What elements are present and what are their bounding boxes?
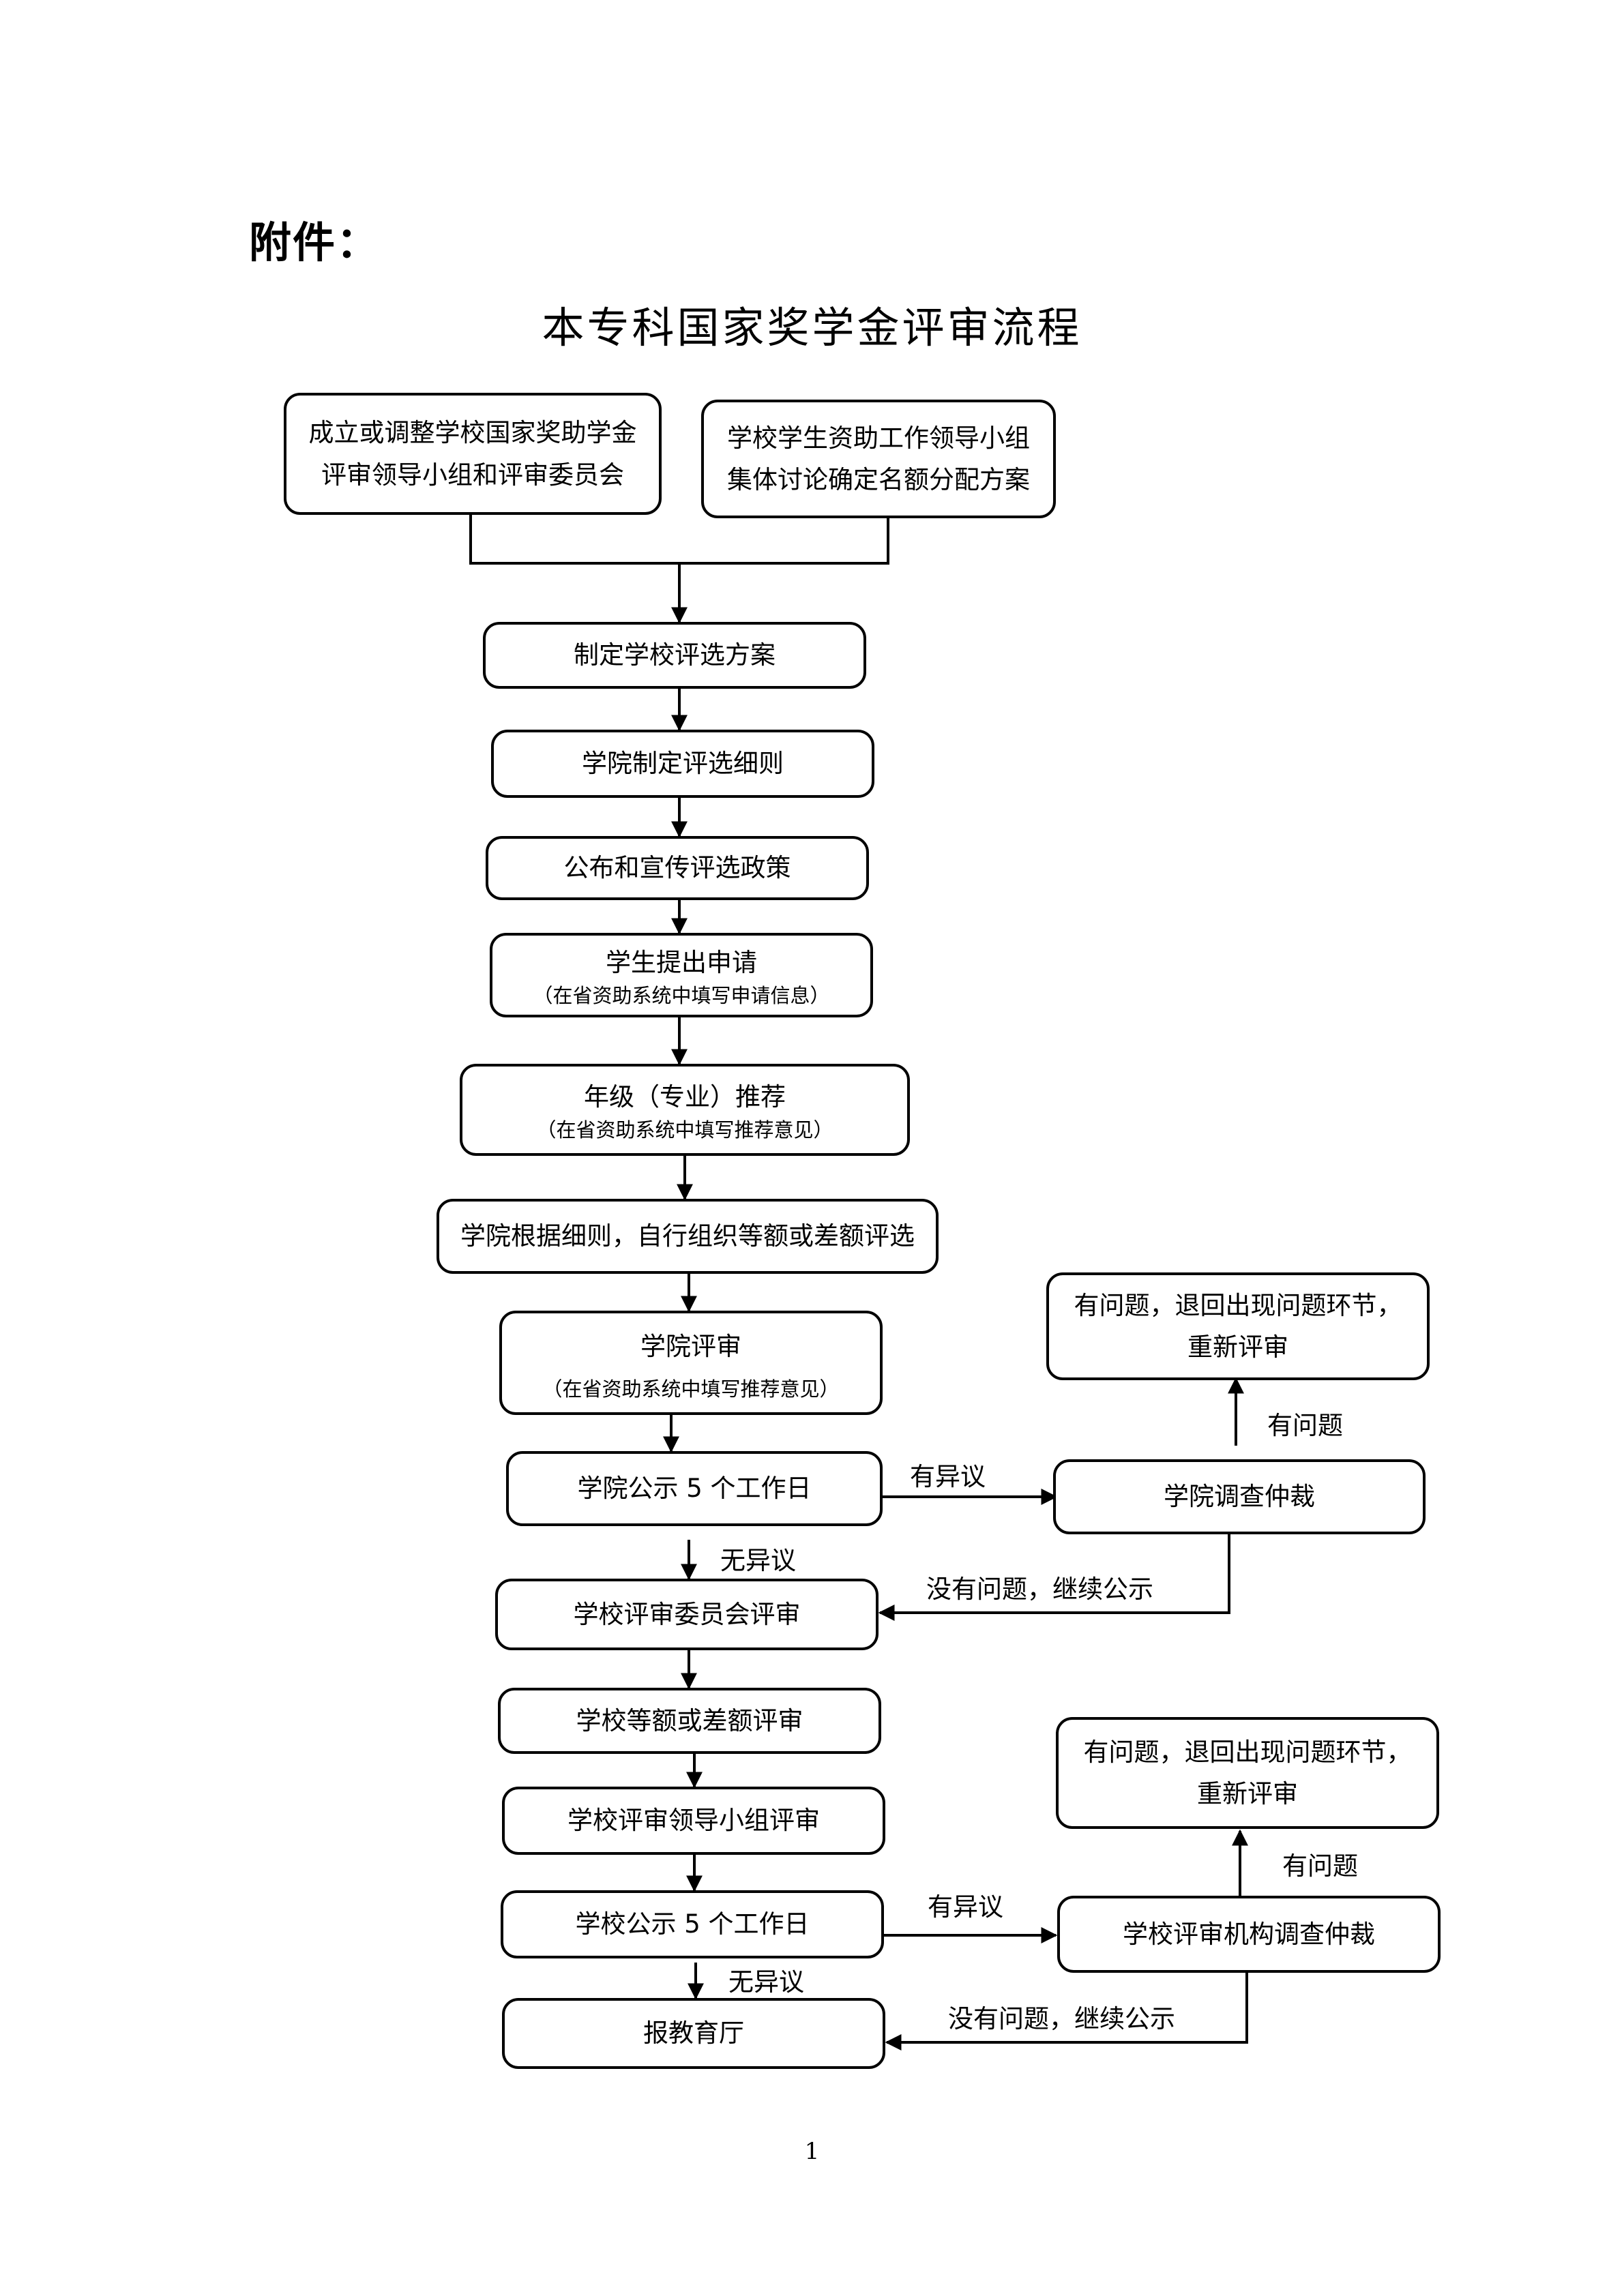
node-publicize: 公布和宣传评选政策 bbox=[486, 836, 869, 900]
label-school-problem: 有问题 bbox=[1282, 1851, 1358, 1881]
node-college-return: 有问题，退回出现问题环节， 重新评审 bbox=[1046, 1272, 1430, 1380]
node-school-publicity: 学校公示 5 个工作日 bbox=[501, 1890, 884, 1958]
node-grade-recommend-sub: （在省资助系统中填写推荐意见） bbox=[536, 1118, 833, 1142]
node-school-return: 有问题，退回出现问题环节， 重新评审 bbox=[1056, 1717, 1439, 1829]
label-college-ok: 没有问题，继续公示 bbox=[926, 1575, 1153, 1604]
label-college-no-objection: 无异议 bbox=[720, 1546, 796, 1575]
node-school-arbitration: 学校评审机构调查仲裁 bbox=[1057, 1896, 1441, 1973]
node-college-review-main: 学院评审 bbox=[640, 1332, 741, 1361]
node-school-select: 学校等额或差额评审 bbox=[498, 1688, 881, 1754]
node-funding-group: 学校学生资助工作领导小组 集体讨论确定名额分配方案 bbox=[701, 400, 1056, 518]
node-leadership-group: 成立或调整学校国家奖助学金 评审领导小组和评审委员会 bbox=[284, 393, 662, 515]
node-report: 报教育厅 bbox=[502, 1998, 885, 2069]
node-committee-review: 学校评审委员会评审 bbox=[495, 1579, 879, 1650]
label-college-objection: 有异议 bbox=[910, 1462, 986, 1491]
arrow-school-ok bbox=[885, 1973, 1248, 2051]
node-grade-recommend-main: 年级（专业）推荐 bbox=[584, 1082, 786, 1112]
merge-connector bbox=[469, 515, 889, 565]
node-student-apply: 学生提出申请 （在省资助系统中填写申请信息） bbox=[490, 933, 873, 1017]
node-college-review: 学院评审 （在省资助系统中填写推荐意见） bbox=[499, 1311, 883, 1415]
attachment-label: 附件： bbox=[249, 218, 381, 267]
label-school-no-objection: 无异议 bbox=[728, 1967, 804, 1997]
node-college-publicity: 学院公示 5 个工作日 bbox=[506, 1451, 883, 1526]
label-school-objection: 有异议 bbox=[928, 1892, 1003, 1922]
node-college-arbitration: 学院调查仲裁 bbox=[1053, 1459, 1426, 1534]
node-school-plan: 制定学校评选方案 bbox=[483, 622, 866, 689]
page-number: 1 bbox=[804, 2138, 820, 2165]
node-student-apply-sub: （在省资助系统中填写申请信息） bbox=[533, 983, 830, 1007]
label-college-problem: 有问题 bbox=[1267, 1411, 1343, 1440]
label-school-ok: 没有问题，继续公示 bbox=[948, 2004, 1175, 2033]
node-college-review-sub: （在省资助系统中填写推荐意见） bbox=[542, 1377, 840, 1401]
node-college-select: 学院根据细则，自行组织等额或差额评选 bbox=[437, 1199, 939, 1274]
node-student-apply-main: 学生提出申请 bbox=[606, 947, 757, 977]
page-title: 本专科国家奖学金评审流程 bbox=[542, 303, 1082, 353]
arrow-college-ok bbox=[878, 1534, 1230, 1621]
node-college-rules: 学院制定评选细则 bbox=[491, 730, 874, 798]
node-grade-recommend: 年级（专业）推荐 （在省资助系统中填写推荐意见） bbox=[460, 1064, 910, 1156]
node-leader-review: 学校评审领导小组评审 bbox=[502, 1787, 885, 1855]
